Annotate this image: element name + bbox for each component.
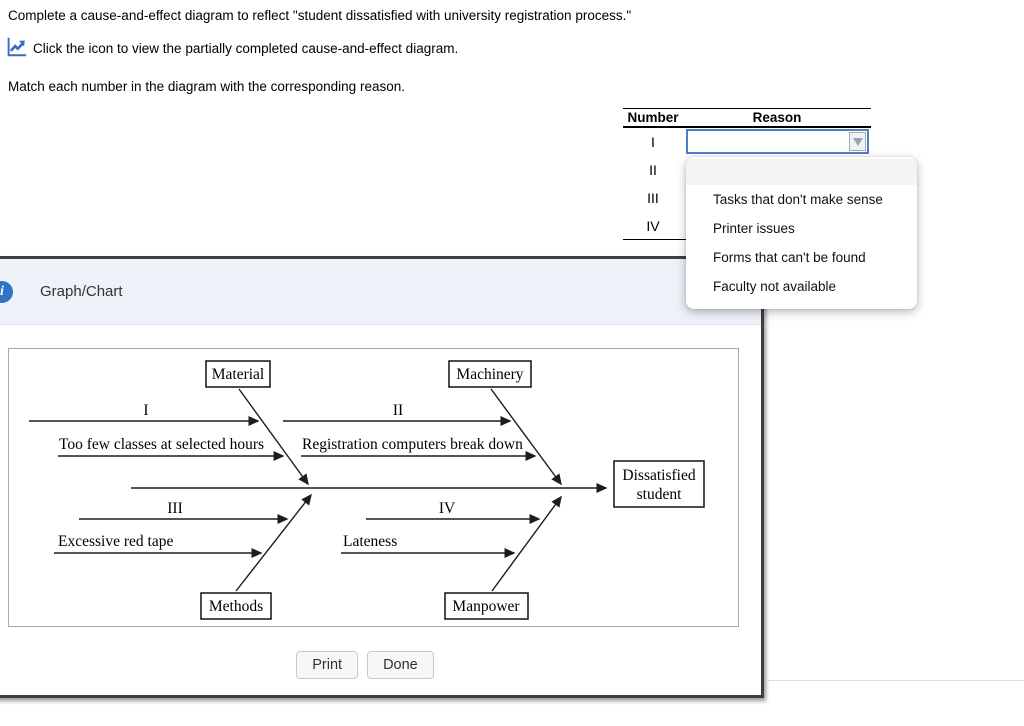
cause-label-IV: IV <box>439 500 456 517</box>
effect-box-line2: student <box>637 486 682 503</box>
instruction-line-1: Complete a cause-and-effect diagram to r… <box>8 8 632 23</box>
print-button[interactable]: Print <box>296 651 359 679</box>
effect-box-line1: Dissatisfied <box>622 467 695 484</box>
fishbone-diagram-container: I Too few classes at selected hours II R… <box>8 348 739 627</box>
row-number-label: III <box>647 190 659 206</box>
modal-title: Graph/Chart <box>40 283 123 300</box>
cause-label-III: III <box>167 500 183 517</box>
dropdown-option-blank[interactable] <box>686 159 917 185</box>
chart-icon[interactable] <box>6 36 27 57</box>
table-row: III <box>623 184 871 212</box>
cause-label-II: II <box>393 402 403 419</box>
column-header-reason: Reason <box>752 110 802 125</box>
dropdown-option[interactable]: Printer issues <box>713 221 795 236</box>
cause-label-registration-computers: Registration computers break down <box>302 436 523 453</box>
dropdown-option[interactable]: Tasks that don't make sense <box>713 192 883 207</box>
instruction-line-3: Match each number in the diagram with th… <box>8 79 405 94</box>
page-divider-line <box>768 680 1024 681</box>
category-box-material: Material <box>212 366 265 383</box>
category-box-methods: Methods <box>209 598 263 615</box>
done-button[interactable]: Done <box>367 651 434 679</box>
cause-label-I: I <box>143 402 148 419</box>
instruction-line-2: Click the icon to view the partially com… <box>33 41 459 56</box>
dropdown-arrow-icon[interactable] <box>849 132 866 151</box>
triangle-down-icon <box>852 137 863 146</box>
category-box-machinery: Machinery <box>456 366 523 383</box>
match-table-header: Number Reason <box>623 109 871 128</box>
fishbone-diagram: I Too few classes at selected hours II R… <box>29 360 705 620</box>
category-box-manpower: Manpower <box>452 598 520 615</box>
cause-label-too-few-classes: Too few classes at selected hours <box>59 436 264 453</box>
reason-dropdown-menu: Tasks that don't make sense Printer issu… <box>686 157 917 309</box>
cause-label-excessive-red-tape: Excessive red tape <box>58 533 173 550</box>
row-number-label: II <box>649 162 657 178</box>
modal-header: i Graph/Chart <box>0 259 761 325</box>
row-number-label: I <box>651 134 655 150</box>
info-icon: i <box>0 281 13 303</box>
cause-label-lateness: Lateness <box>343 533 397 550</box>
modal-button-row: Print Done <box>0 651 749 679</box>
table-row: I <box>623 128 871 156</box>
row-number-label: IV <box>646 217 660 234</box>
column-header-number: Number <box>627 110 679 125</box>
dropdown-option[interactable]: Forms that can't be found <box>713 250 866 265</box>
dropdown-option[interactable]: Faculty not available <box>713 279 837 294</box>
graph-chart-modal: i Graph/Chart <box>0 256 764 698</box>
reason-select-row-1[interactable] <box>686 129 869 154</box>
table-row: II <box>623 156 871 184</box>
